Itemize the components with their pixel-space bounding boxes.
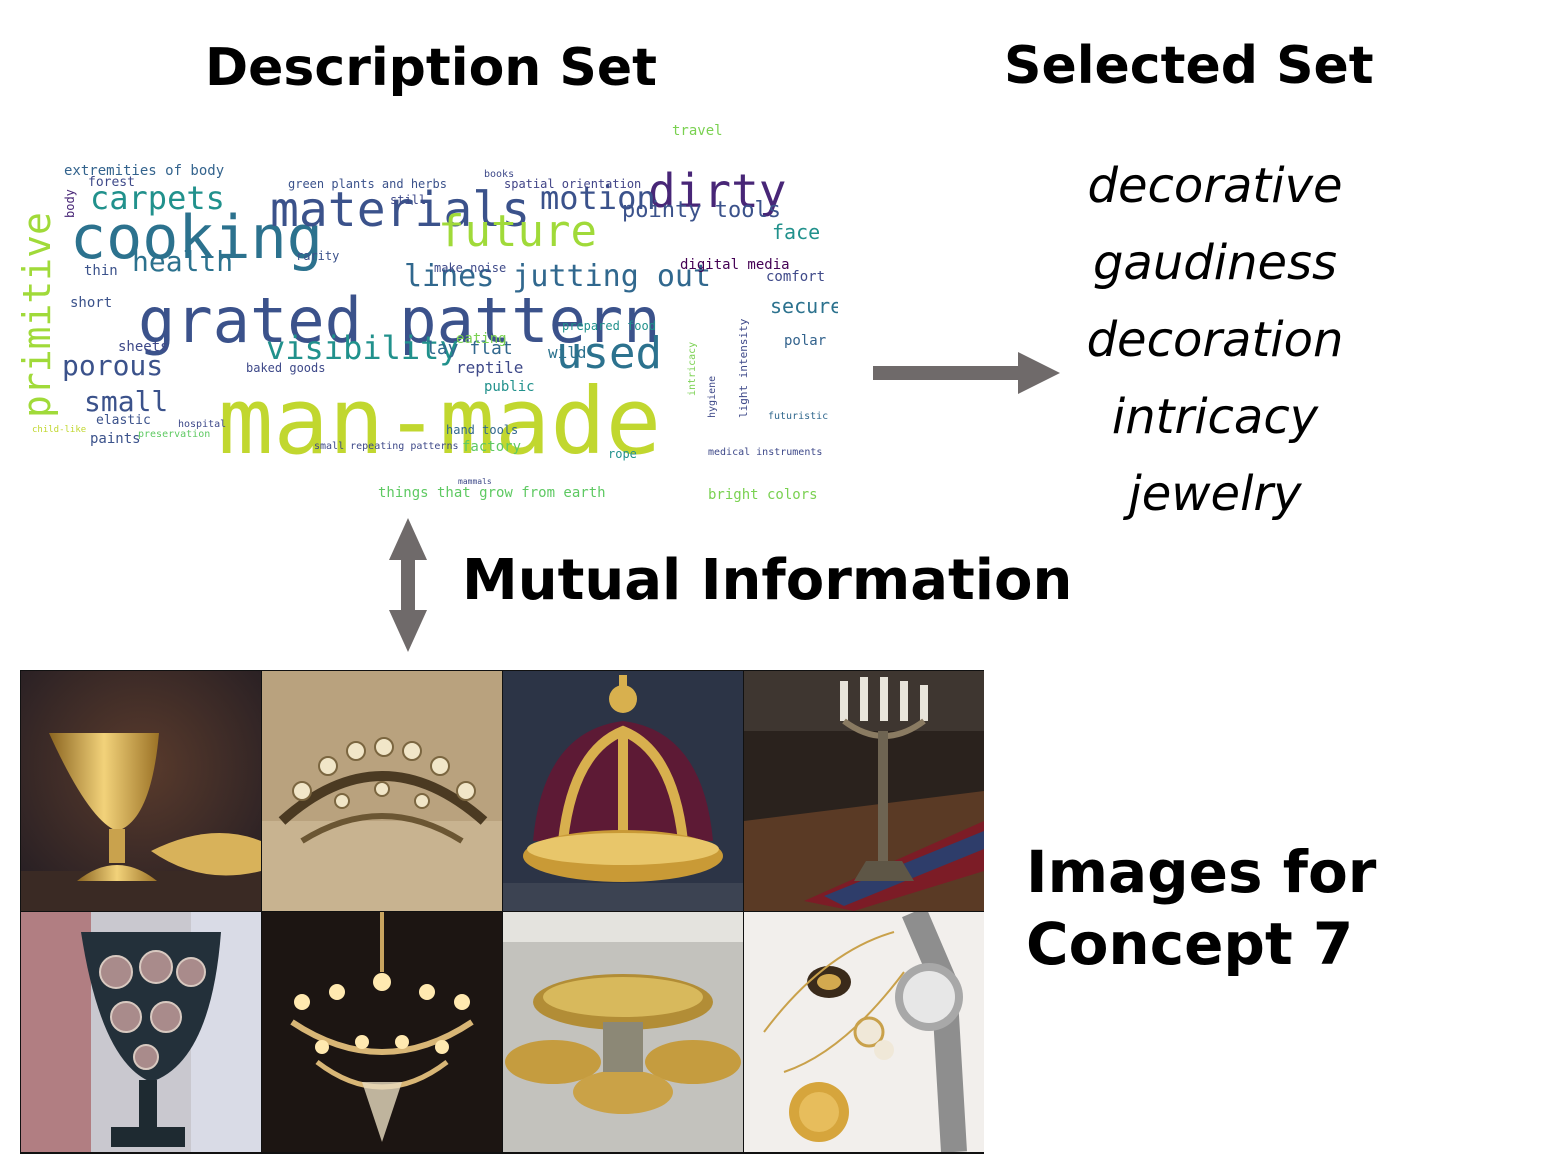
word-cloud-word: comfort <box>766 269 826 285</box>
word-cloud-word: forest <box>88 175 135 190</box>
word-cloud-word: spatial orientation <box>504 177 642 191</box>
selected-words-list: decorative gaudiness decoration intricac… <box>1060 148 1370 533</box>
word-cloud-word: future <box>438 206 597 257</box>
word-cloud-word: dirty <box>648 164 787 218</box>
selected-word: intricacy <box>1111 389 1319 445</box>
word-cloud-word: green plants and herbs <box>288 177 447 191</box>
word-cloud-word: preservation <box>138 429 211 440</box>
image-grid <box>20 670 984 1154</box>
selected-word: decoration <box>1086 312 1344 368</box>
word-cloud-word: motion <box>540 179 656 217</box>
word-cloud-word: short <box>70 295 113 311</box>
word-cloud-word: baked goods <box>246 361 326 375</box>
word-cloud-word: porous <box>62 349 164 382</box>
word-cloud-word: small <box>84 385 169 418</box>
word-cloud-word: carpets <box>90 179 225 217</box>
word-cloud-word: rope <box>608 447 637 461</box>
image-tile-candelabra <box>744 671 984 911</box>
double-headed-arrow <box>389 518 427 652</box>
word-cloud-word: lay flat <box>426 338 513 359</box>
word-cloud-word: paints <box>90 431 141 447</box>
word-cloud-word: small repeating patterns <box>314 441 459 452</box>
image-tile-chalice <box>21 671 261 911</box>
word-cloud-word: medical instruments <box>708 447 823 458</box>
selected-word: jewelry <box>1128 466 1302 522</box>
description-set-title: Description Set <box>205 38 658 98</box>
word-cloud-word: mammals <box>458 477 492 486</box>
word-cloud-word: make noise <box>434 261 507 275</box>
selected-set-title: Selected Set <box>1004 36 1374 96</box>
word-cloud-word: still <box>390 193 427 207</box>
word-cloud-word: thin <box>84 263 118 279</box>
selected-word: gaudiness <box>1092 235 1338 291</box>
word-cloud-word: wild <box>548 343 587 362</box>
images-for-concept-label: Images for Concept 7 <box>1026 836 1376 980</box>
mutual-information-label: Mutual Information <box>462 548 1073 613</box>
word-cloud-word: cooking <box>70 203 323 273</box>
word-cloud-word: polar <box>784 333 827 349</box>
word-cloud-word: extremities of body <box>64 163 225 179</box>
word-cloud-word: materials <box>270 182 531 238</box>
word-cloud-word: hand tools <box>446 423 519 437</box>
image-tile-crown <box>503 671 743 911</box>
word-cloud-word: pointy tools <box>622 198 781 223</box>
word-cloud-word: face <box>772 220 821 244</box>
word-cloud-word: futuristic <box>768 411 829 422</box>
images-label-line1: Images for <box>1026 838 1377 906</box>
word-cloud-word: travel <box>672 123 723 139</box>
word-cloud-word: things that grow from earth <box>378 485 606 501</box>
word-cloud-word: books <box>484 169 515 180</box>
word-cloud-word: man-made <box>218 368 662 475</box>
word-cloud-word: hospital <box>178 419 227 430</box>
word-cloud-word: child-like <box>32 425 87 435</box>
word-cloud-word: bright colors <box>708 487 818 503</box>
image-tile-watch-jewelry <box>744 912 984 1152</box>
word-cloud-word: digital media <box>680 257 790 273</box>
image-tile-chandelier <box>262 912 502 1152</box>
word-cloud-word: used <box>556 328 662 379</box>
word-cloud-word: visibility <box>266 329 459 367</box>
word-cloud-word: sheets <box>118 339 169 355</box>
word-cloud-word: factory <box>462 439 522 455</box>
word-cloud-word: eating <box>456 331 507 347</box>
images-label-line2: Concept 7 <box>1026 910 1354 978</box>
image-tile-goblet <box>21 912 261 1152</box>
word-cloud-word: public <box>484 379 535 395</box>
selected-word: decorative <box>1087 158 1343 214</box>
word-cloud-word: secure <box>770 294 838 318</box>
image-tile-gold-dishes <box>503 912 743 1152</box>
word-cloud-word: elastic <box>96 413 151 428</box>
word-cloud-word: rarity <box>296 249 340 263</box>
right-arrow <box>873 352 1060 394</box>
word-cloud-word: lines jutting out <box>404 259 712 294</box>
word-cloud-word: grated pattern <box>138 284 661 357</box>
word-cloud-word: prepared food <box>562 319 656 333</box>
word-cloud-word: reptile <box>456 358 524 377</box>
word-cloud-word: health <box>132 245 234 278</box>
image-tile-tiara <box>262 671 502 911</box>
